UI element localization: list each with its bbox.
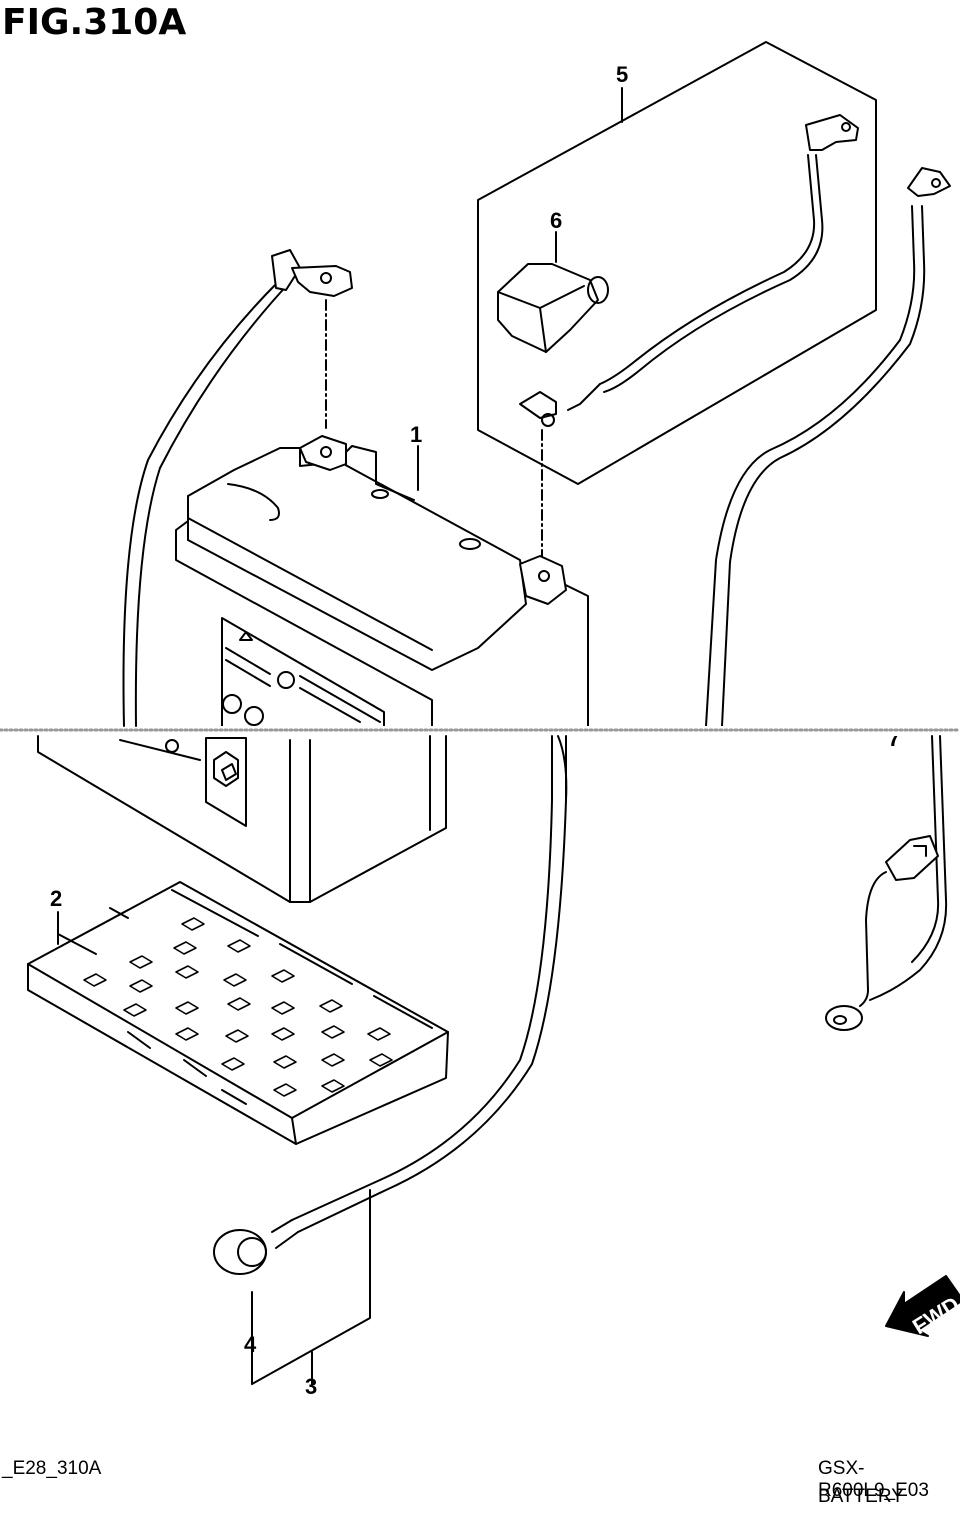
figure-title: FIG.310A bbox=[2, 2, 187, 43]
part-7-negative-cable-upper bbox=[705, 167, 951, 727]
footer-model-code: GSX-R600L9_E03 bbox=[818, 1458, 929, 1501]
footer-figure-code: _E28_310A bbox=[2, 1458, 102, 1479]
callout-1: 1 bbox=[410, 422, 423, 447]
callout-4: 4 bbox=[244, 1332, 257, 1357]
footer-section-title: BATTERY bbox=[818, 1486, 904, 1507]
callout-3: 3 bbox=[305, 1374, 318, 1399]
part-6-terminal-cap bbox=[497, 231, 609, 353]
fwd-arrow-icon bbox=[885, 1275, 960, 1337]
callout-6: 6 bbox=[550, 208, 563, 233]
part-2-battery-tray bbox=[27, 881, 449, 1145]
callout-2: 2 bbox=[50, 886, 63, 911]
part-7-negative-cable-lower bbox=[825, 735, 948, 1031]
part-3-negative-cable bbox=[213, 735, 568, 1385]
callout-5: 5 bbox=[616, 62, 629, 87]
part-5-outline bbox=[477, 41, 877, 485]
part-5-cable-left-route bbox=[122, 249, 353, 727]
part-1-battery-lower bbox=[37, 735, 447, 903]
callout-7: 7 bbox=[888, 726, 901, 751]
part-5-positive-cable bbox=[519, 114, 859, 427]
